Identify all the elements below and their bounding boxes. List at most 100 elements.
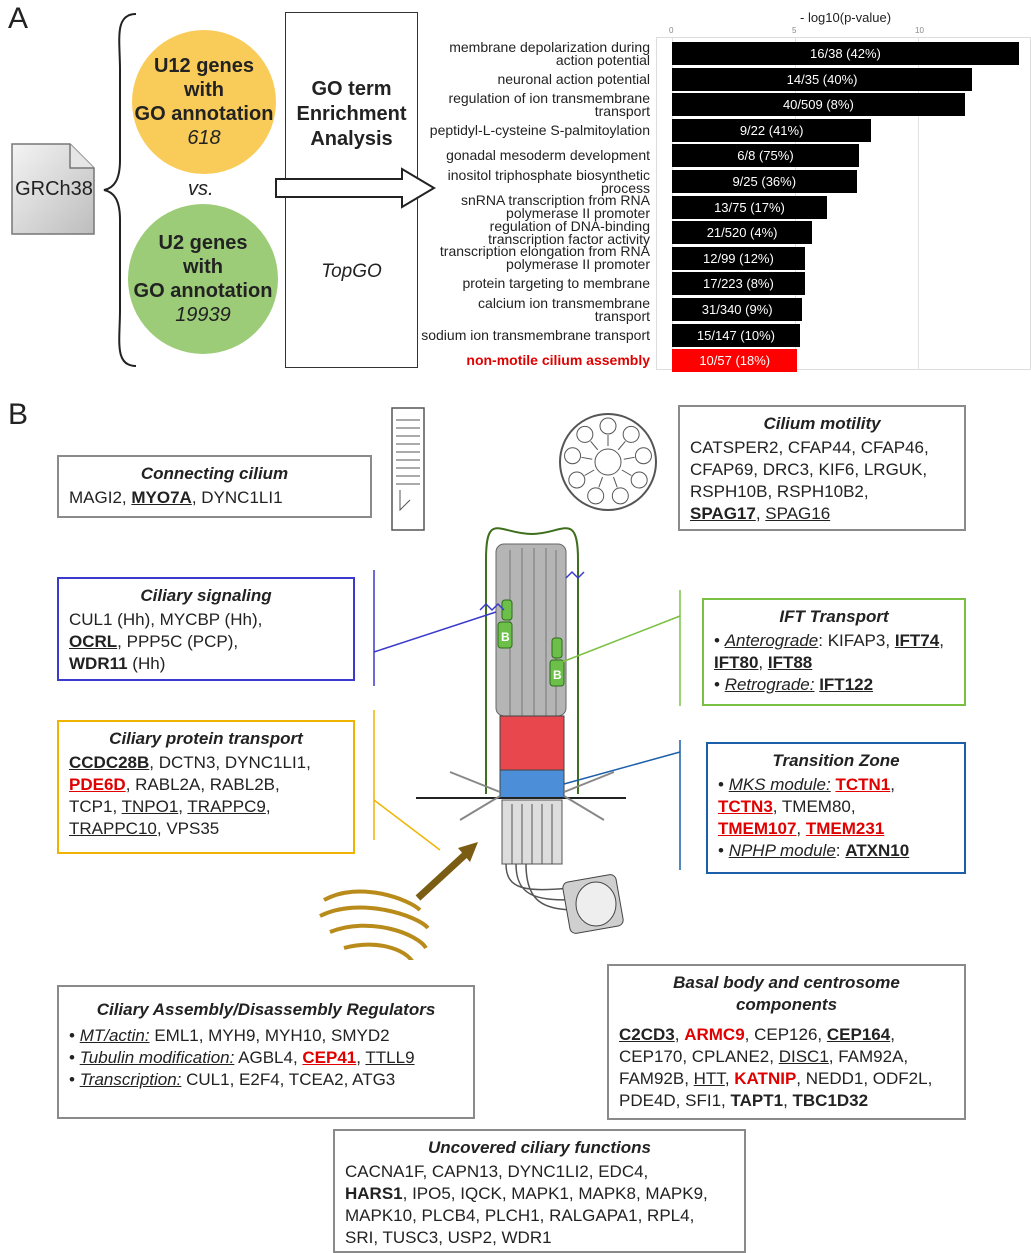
- category-label-9: protein targeting to membrane: [462, 275, 650, 292]
- go-line2: Enrichment: [296, 103, 407, 125]
- gene-cep41: CEP41: [302, 1048, 357, 1067]
- gene-text: ,: [724, 1069, 735, 1088]
- gene-text: ,: [674, 1025, 685, 1044]
- uncovered-functions-box: Uncovered ciliary functions CACNA1F, CAP…: [333, 1129, 746, 1253]
- gene-text: AGBL4,: [234, 1048, 303, 1067]
- gene-tbc1d32: TBC1D32: [792, 1091, 869, 1110]
- bullet: •: [718, 775, 729, 794]
- radial-spoke-2: [623, 456, 635, 460]
- gene-text: , DYNC1LI1: [191, 488, 283, 507]
- bbsome-label-2: B: [553, 668, 562, 682]
- mt-actin-label: MT/actin:: [79, 1026, 150, 1045]
- bar-9: 17/223 (8%): [672, 272, 805, 296]
- u12-line1: U12 genes: [153, 55, 255, 77]
- uncovered-functions-title: Uncovered ciliary functions: [428, 1138, 651, 1157]
- gene-hars1: HARS1: [345, 1184, 403, 1203]
- u2-line1: U2 genes: [158, 232, 248, 254]
- gene-text: ,: [939, 631, 944, 650]
- gene-text: MAGI2,: [69, 488, 132, 507]
- tubulin-modification-label: Tubulin modification:: [79, 1048, 235, 1067]
- bullet: •: [69, 1070, 80, 1089]
- gene-text: ,: [890, 1025, 895, 1044]
- gene-tmem231: TMEM231: [805, 819, 885, 838]
- doublet-7: [564, 447, 582, 465]
- gene-line: RSPH10B, RSPH10B2,: [690, 482, 869, 501]
- gene-text: ,: [356, 1048, 366, 1067]
- radial-spoke-6: [584, 469, 595, 476]
- gene-armc9: ARMC9: [684, 1025, 745, 1044]
- gene-line: SRI, TUSC3, USP2, WDR1: [345, 1228, 552, 1247]
- brace-icon: [103, 13, 137, 367]
- gene-text: CEP170, CPLANE2,: [619, 1047, 779, 1066]
- gene-ift74: IFT74: [894, 631, 940, 650]
- category-label-11: sodium ion transmembrane transport: [421, 326, 650, 343]
- gene-trappc10: TRAPPC10: [69, 819, 157, 838]
- gene-ccdc28b: CCDC28B: [69, 753, 150, 772]
- mks-module-label: MKS module:: [728, 775, 831, 794]
- gene-text: :: [835, 841, 846, 860]
- axis-tick-5: 5: [792, 26, 797, 35]
- topgo-label: TopGO: [321, 261, 382, 282]
- gene-text: ,: [890, 775, 895, 794]
- bbsome-label-1: B: [501, 630, 510, 644]
- basal-body-title-line1: Basal body and centrosome: [673, 973, 900, 992]
- gene-line: CUL1 (Hh), MYCBP (Hh),: [69, 610, 263, 629]
- gene-text: ,: [758, 653, 768, 672]
- cilium-diagram: B B: [319, 407, 681, 960]
- basal-body-title-line2: components: [735, 995, 838, 1014]
- bullet: •: [69, 1048, 80, 1067]
- gene-myo7a: MYO7A: [131, 488, 192, 507]
- bullet: •: [714, 675, 725, 694]
- gene-text: ,: [265, 797, 271, 816]
- gene-text: EML1, MYH9, MYH10, SMYD2: [149, 1026, 390, 1045]
- connecting-cilium-icon: [391, 407, 425, 531]
- doublet-0: [599, 417, 617, 435]
- bar-6: 13/75 (17%): [672, 195, 827, 219]
- ift-transport-title: IFT Transport: [779, 607, 889, 626]
- gene-line: CACNA1F, CAPN13, DYNC1LI2, EDC4,: [345, 1162, 649, 1181]
- gene-pde6d: PDE6D: [69, 775, 126, 794]
- axoneme-cross-section-icon: [559, 413, 657, 511]
- document-icon: [11, 143, 95, 235]
- panel-a-letter: A: [8, 2, 29, 35]
- bar-1: 14/35 (40%): [672, 67, 973, 91]
- gene-cep164: CEP164: [826, 1025, 891, 1044]
- u12-circle: U12 genes with GO annotation 618: [132, 30, 276, 174]
- gene-text: (Hh): [127, 654, 166, 673]
- ciliary-protein-transport-title: Ciliary protein transport: [109, 729, 303, 748]
- radial-spoke-1: [617, 440, 626, 451]
- bar-11: 15/147 (10%): [672, 323, 800, 347]
- go-line1: GO term: [311, 78, 392, 100]
- radial-spoke-8: [590, 440, 599, 451]
- gene-text: , VPS35: [156, 819, 220, 838]
- gene-text: , FAM92A,: [828, 1047, 909, 1066]
- doublet-1: [622, 425, 640, 443]
- gene-text: : KIFAP3,: [818, 631, 895, 650]
- bar-2: 40/509 (8%): [672, 93, 965, 117]
- u2-line3: GO annotation: [133, 280, 273, 302]
- panel-b-letter: B: [8, 398, 29, 431]
- assembly-regulators-box: Ciliary Assembly/Disassembly Regulators …: [57, 985, 475, 1119]
- gene-line: CATSPER2, CFAP44, CFAP46,: [690, 438, 929, 457]
- bullet: •: [718, 841, 729, 860]
- radial-spoke-5: [598, 476, 603, 488]
- bar-12: 10/57 (18%): [672, 349, 798, 373]
- gene-ift88: IFT88: [767, 653, 813, 672]
- category-label-3: peptidyl-L-cysteine S-palmitoylation: [429, 121, 650, 138]
- gene-wdr11: WDR11: [69, 654, 128, 673]
- category-label-12: non-motile cilium assembly: [466, 352, 650, 369]
- gene-htt: HTT: [693, 1069, 725, 1088]
- gene-text: ,: [796, 819, 806, 838]
- u2-circle: U2 genes with GO annotation 19939: [128, 204, 278, 354]
- u12-line3: GO annotation: [134, 103, 274, 125]
- bullet: •: [69, 1026, 80, 1045]
- bar-4: 6/8 (75%): [672, 144, 859, 168]
- doublet-8: [576, 425, 594, 443]
- bar-5: 9/25 (36%): [672, 170, 857, 193]
- doublet-3: [630, 471, 648, 489]
